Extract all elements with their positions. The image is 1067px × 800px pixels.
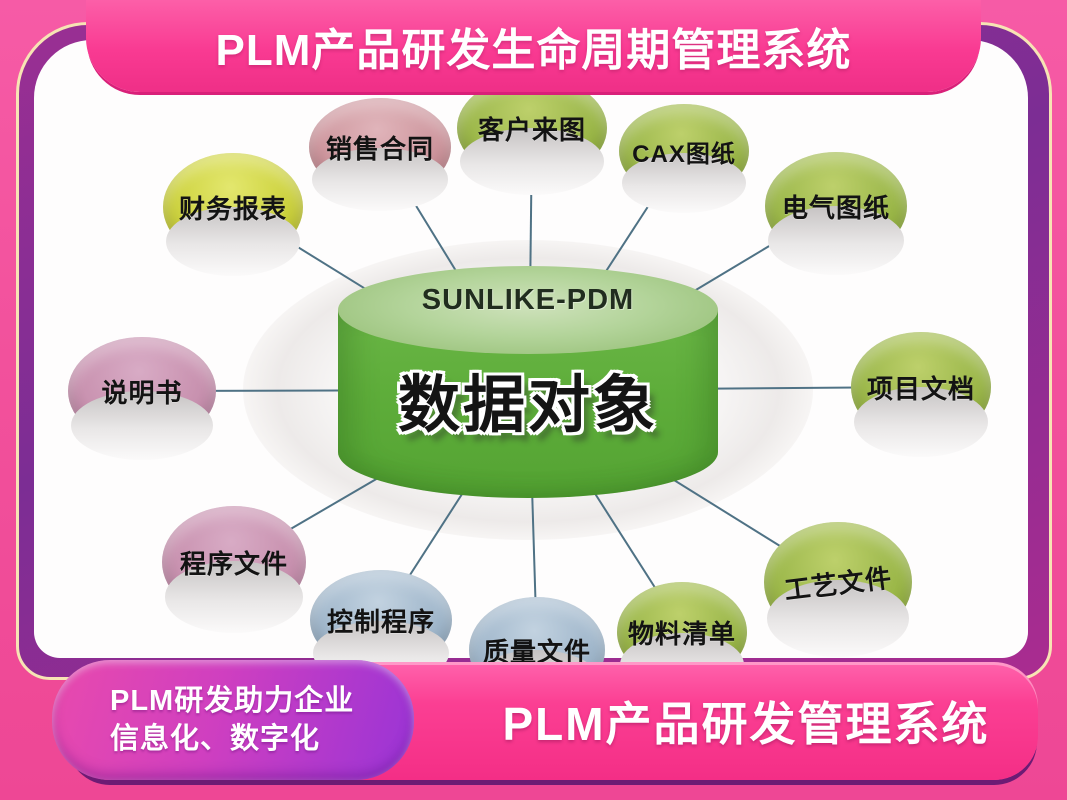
node-customer-drawings: 客户来图	[457, 76, 607, 195]
top-banner: PLM产品研发生命周期管理系统	[86, 0, 981, 92]
tagline-line-2: 信息化、数字化	[110, 723, 321, 755]
node-label: 程序文件	[179, 548, 288, 579]
node-label: 控制程序	[326, 606, 435, 637]
hub-cylinder-top	[338, 266, 718, 354]
tagline-line-1: PLM研发助力企业	[110, 684, 355, 717]
node-label: CAX图纸	[632, 140, 736, 168]
top-banner-title: PLM产品研发生命周期管理系统	[215, 26, 852, 75]
node-process-documents: 工艺文件	[764, 522, 912, 657]
node-label: 物料清单	[627, 618, 736, 649]
node-label: 财务报表	[178, 193, 287, 224]
node-label: 项目文档	[866, 373, 975, 404]
hub-title: 数据对象	[397, 371, 658, 440]
node-financial-reports: 财务报表	[163, 153, 303, 276]
node-label: 工艺文件	[782, 562, 894, 605]
node-manual: 说明书	[68, 337, 216, 460]
hub-cylinder: SUNLIKE-PDM 数据对象	[338, 266, 718, 498]
node-label: 客户来图	[477, 114, 586, 145]
node-project-documents: 项目文档	[851, 332, 991, 457]
node-procedure-documents: 程序文件	[162, 506, 306, 633]
hub-system-label: SUNLIKE-PDM	[421, 284, 635, 316]
node-sales-contract: 销售合同	[309, 98, 451, 211]
node-label: 说明书	[101, 377, 183, 408]
node-cax-drawings: CAX图纸	[619, 104, 749, 213]
node-label: 质量文件	[482, 636, 591, 667]
node-label: 销售合同	[325, 133, 434, 164]
node-control-procedures: 控制程序	[310, 570, 452, 685]
node-label: 电气图纸	[781, 192, 890, 223]
node-electrical-drawings: 电气图纸	[765, 152, 907, 275]
tagline-pill: PLM研发助力企业 信息化、数字化	[52, 660, 414, 780]
bottom-banner-title: PLM产品研发管理系统	[502, 698, 990, 750]
